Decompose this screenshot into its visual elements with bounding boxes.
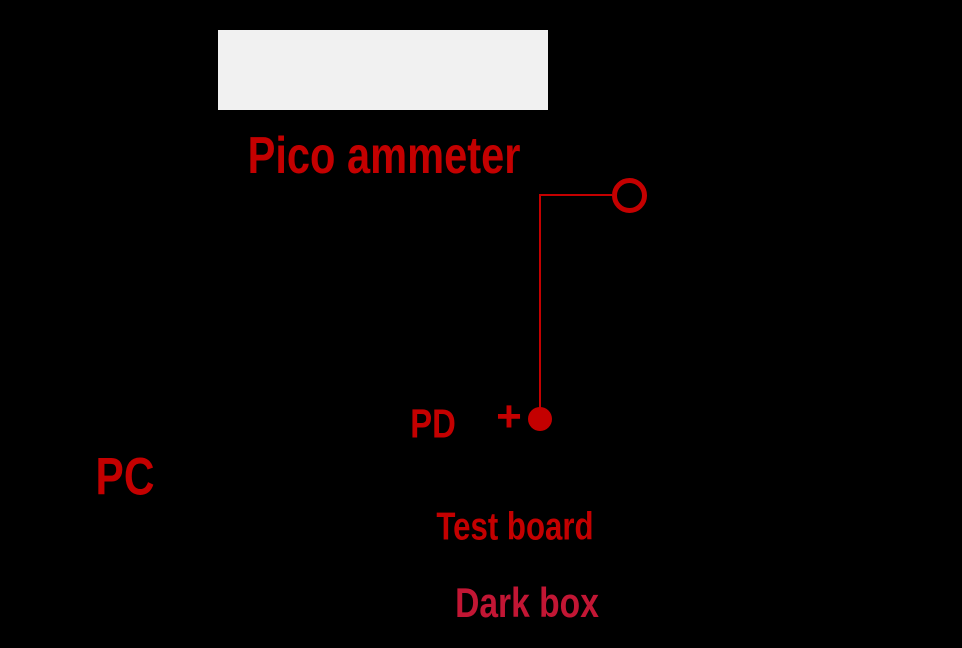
wire-vertical-segment <box>539 194 541 408</box>
pico-ammeter-label: Pico ammeter <box>247 127 521 185</box>
open-terminal-ring-icon <box>612 178 647 213</box>
pc-label: PC <box>95 447 155 507</box>
plus-polarity-label: + <box>496 392 522 441</box>
wire-horizontal-segment <box>540 194 612 196</box>
photodiode-label: PD <box>410 400 456 447</box>
dark-box-label: Dark box <box>455 579 599 626</box>
pico-ammeter-panel <box>218 30 548 110</box>
photodiode-node-dot-icon <box>528 407 552 431</box>
test-board-label: Test board <box>436 505 594 549</box>
